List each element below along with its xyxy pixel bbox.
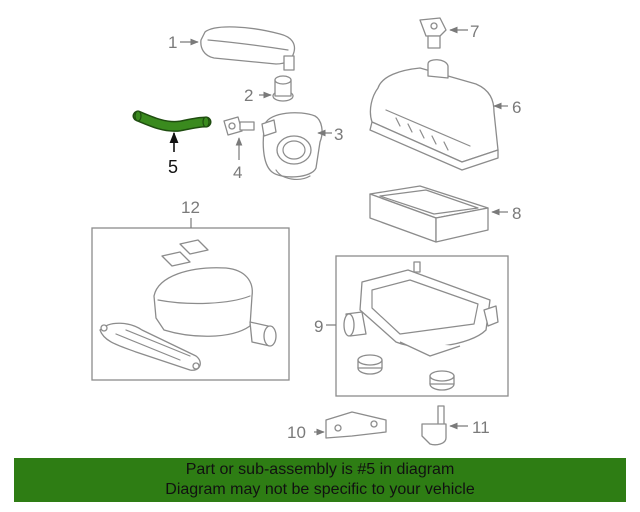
label-part-7: 7: [470, 22, 479, 41]
part-7-sensor-plug[interactable]: [419, 17, 447, 49]
part-9-air-cleaner-case[interactable]: [343, 261, 499, 391]
parts-diagram: 1 2 3 4 5 6: [91, 17, 521, 446]
notice-banner: Part or sub-assembly is #5 in diagram Di…: [14, 458, 626, 502]
part-3-throttle-body[interactable]: [261, 112, 323, 180]
label-part-4: 4: [233, 163, 242, 182]
part-1-resonator[interactable]: [200, 26, 296, 71]
label-part-6: 6: [512, 98, 521, 117]
label-part-8: 8: [512, 204, 521, 223]
label-part-3: 3: [334, 125, 343, 144]
label-part-11: 11: [472, 418, 490, 437]
part-11-clamp[interactable]: [421, 405, 447, 446]
label-part-5: 5: [168, 157, 178, 177]
label-part-1: 1: [168, 33, 177, 52]
part-5-hose[interactable]: [132, 110, 212, 132]
box-part-9: [335, 255, 509, 397]
banner-line-1: Part or sub-assembly is #5 in diagram: [185, 461, 455, 478]
label-part-2: 2: [244, 86, 253, 105]
part-8-filter[interactable]: [369, 185, 489, 243]
part-2-grommet[interactable]: [272, 75, 294, 102]
label-part-12: 12: [181, 198, 200, 217]
part-6-air-cleaner-cap[interactable]: [369, 59, 499, 171]
part-12-intake-assembly[interactable]: [99, 239, 277, 371]
label-part-10: 10: [287, 423, 306, 442]
part-4-sensor[interactable]: [223, 116, 255, 136]
banner-line-2: Diagram may not be specific to your vehi…: [165, 481, 475, 498]
part-10-bracket[interactable]: [325, 411, 387, 439]
label-part-9: 9: [314, 317, 323, 336]
